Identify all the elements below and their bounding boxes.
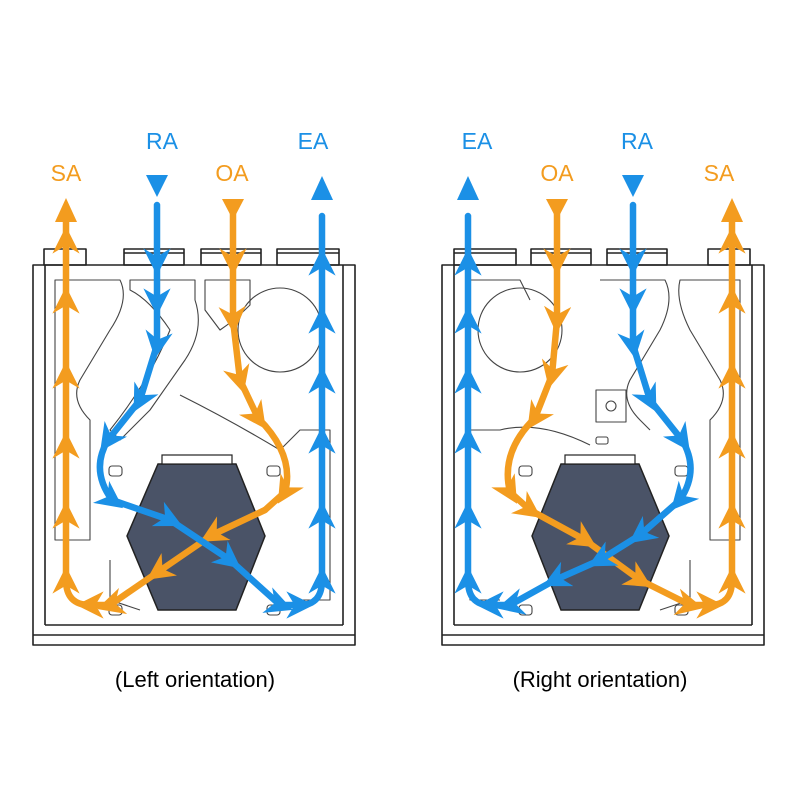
right-sa-tip (721, 198, 743, 222)
left-ea-label: EA (298, 128, 329, 154)
left-ra-label: RA (146, 128, 179, 154)
left-sa-label: SA (51, 160, 82, 186)
left-ea-tip (311, 176, 333, 200)
left-oa-label: OA (215, 160, 249, 186)
left-ra-tip (146, 175, 168, 197)
left-oa-flow (218, 201, 304, 514)
left-oa-tip (222, 199, 244, 220)
right-ra-flow (454, 201, 700, 619)
right-unit: EA OA RA SA (Right orientation) (441, 128, 765, 692)
left-ra-flow (92, 201, 336, 619)
right-ra-tip (622, 175, 644, 197)
left-caption: (Left orientation) (115, 667, 275, 692)
right-sa-label: SA (704, 160, 735, 186)
right-caption: (Right orientation) (513, 667, 688, 692)
right-ra-label: RA (621, 128, 654, 154)
right-ea-label: EA (462, 128, 493, 154)
left-unit: SA RA OA EA (Left orientation) (32, 128, 356, 692)
right-oa-tip (546, 199, 568, 220)
left-sa-tip (55, 198, 77, 222)
right-ea-tip (457, 176, 479, 200)
right-oa-label: OA (540, 160, 574, 186)
